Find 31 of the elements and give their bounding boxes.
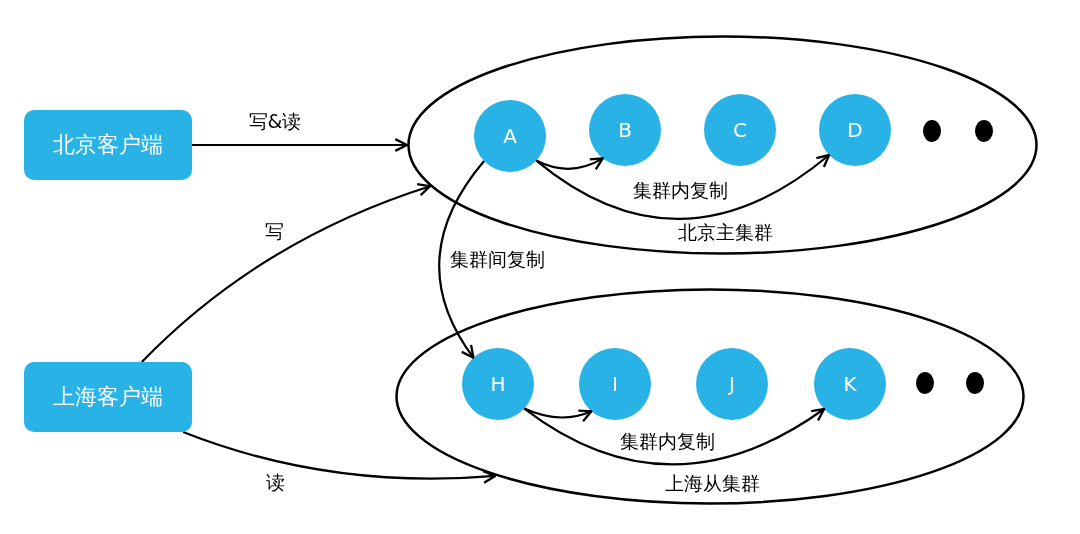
dot bbox=[975, 120, 993, 142]
arrow bbox=[523, 407, 826, 466]
arrow bbox=[438, 160, 485, 359]
arrow bbox=[141, 183, 432, 363]
server-circle: I bbox=[579, 348, 651, 420]
server-circle: D bbox=[819, 94, 891, 166]
edge-label: 集群内复制 bbox=[630, 179, 730, 201]
arrow bbox=[535, 153, 831, 220]
cluster-ellipse bbox=[395, 288, 1025, 505]
edge-label: 写&读 bbox=[246, 110, 304, 132]
edge-label: 集群内复制 bbox=[617, 430, 717, 452]
cluster-label: 上海从集群 bbox=[664, 471, 760, 496]
arrow bbox=[523, 407, 593, 423]
server-circle: H bbox=[462, 348, 534, 420]
edge-label: 集群间复制 bbox=[447, 248, 547, 270]
client-box: 北京客户端 bbox=[24, 110, 192, 180]
dot bbox=[923, 120, 941, 142]
server-circle: K bbox=[814, 348, 886, 420]
server-circle: J bbox=[696, 348, 768, 420]
edge-label: 读 bbox=[263, 471, 287, 493]
server-circle: C bbox=[704, 94, 776, 166]
server-circle: B bbox=[589, 94, 661, 166]
edge-label: 写 bbox=[262, 220, 286, 242]
arrow bbox=[182, 430, 497, 484]
server-circle: A bbox=[474, 100, 546, 172]
dot bbox=[966, 372, 984, 394]
arrow bbox=[192, 138, 409, 152]
cluster-label: 北京主集群 bbox=[677, 220, 773, 245]
client-box: 上海客户端 bbox=[24, 362, 192, 432]
arrow bbox=[535, 157, 604, 171]
dot bbox=[916, 372, 934, 394]
